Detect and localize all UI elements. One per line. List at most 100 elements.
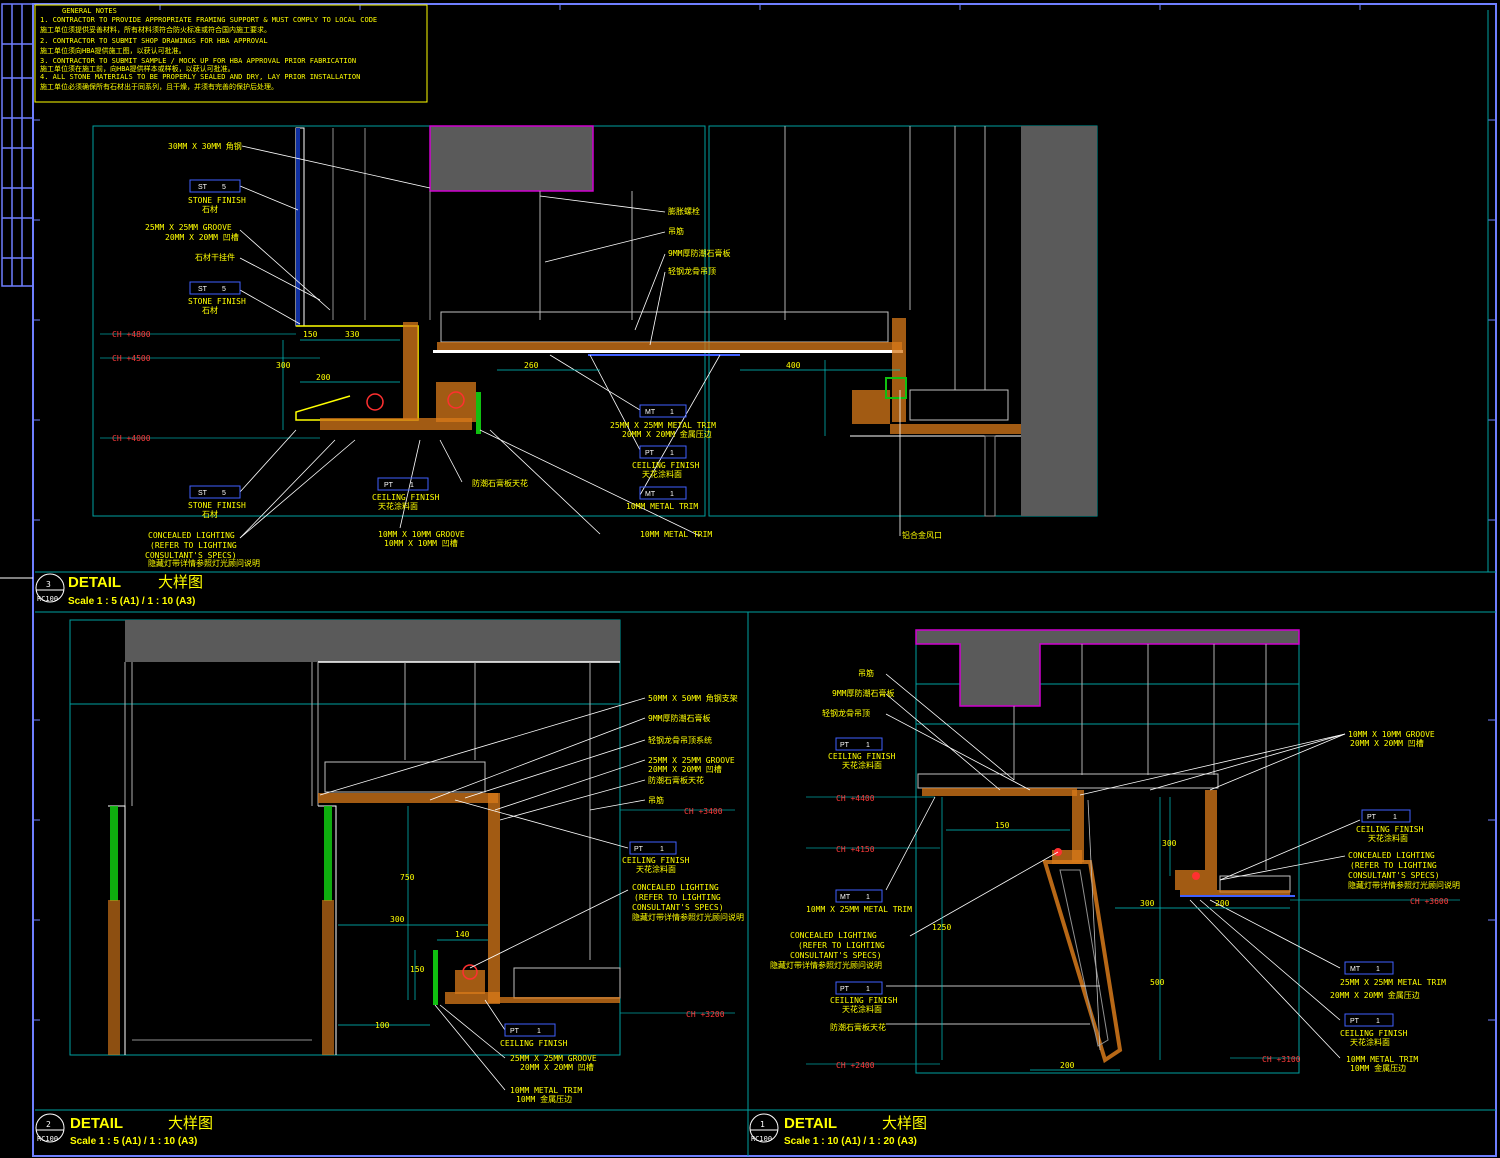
note-concealed-lighting: (REFER TO LIGHTING [798, 941, 885, 950]
svg-text:PT: PT [1367, 814, 1377, 821]
detail-1-title-block: 1 RC100 DETAIL 大样图 Scale 1 : 10 (A1) / 1… [749, 1113, 927, 1147]
tag-metal-trim: MT 1 25MM X 25MM METAL TRIM 20MM X 20MM … [610, 404, 716, 439]
tag-ceiling-finish: PT 1 CEILING FINISH 天花涂料面 [622, 841, 690, 874]
level-marker: CH +4000 [112, 434, 151, 443]
svg-text:20MM X 20MM 金属压边: 20MM X 20MM 金属压边 [622, 429, 712, 439]
dimension: 200 [316, 373, 331, 382]
tag-ceiling-finish: PT 1 CEILING FINISH 天花涂料面 [632, 445, 700, 479]
dimension: 330 [345, 330, 360, 339]
note-metal-trim: 10MM METAL TRIM [640, 530, 712, 539]
svg-text:25MM X 25MM METAL TRIM: 25MM X 25MM METAL TRIM [1340, 978, 1446, 987]
detail-title-cn: 大样图 [882, 1115, 927, 1132]
svg-text:STONE FINISH: STONE FINISH [188, 297, 246, 306]
svg-text:CEILING FINISH: CEILING FINISH [1356, 825, 1424, 834]
detail-2-title-block: 2 RC100 DETAIL 大样图 Scale 1 : 5 (A1) / 1 … [35, 1113, 213, 1147]
dimension: 100 [375, 1021, 390, 1030]
note-metal-trim: 10MM METAL TRIM [1346, 1055, 1418, 1064]
svg-text:1: 1 [537, 1028, 541, 1035]
detail-1-drawing [915, 629, 1300, 1074]
tag-metal-trim: MT 1 10MM X 25MM METAL TRIM [806, 889, 912, 914]
level-marker: CH +3100 [1262, 1055, 1301, 1064]
note-groove-cn: 20MM X 20MM 凹槽 [520, 1062, 594, 1072]
svg-text:CEILING FINISH: CEILING FINISH [1340, 1029, 1408, 1038]
svg-text:1: 1 [1393, 814, 1397, 821]
detail-1-levels: CH +4400 CH +4150 CH +3600 CH +2400 CH +… [806, 794, 1460, 1070]
detail-number: 3 [46, 580, 51, 589]
general-notes-box: GENERAL NOTES 1. CONTRACTOR TO PROVIDE A… [34, 4, 428, 103]
svg-text:5: 5 [222, 490, 226, 497]
detail-3-dimensions: 330 150 300 200 260 400 [276, 330, 900, 436]
concrete-slab [915, 629, 1300, 707]
detail-1-annotations: 吊筋 9MM厚防潮石膏板 轻钢龙骨吊顶 PT 1 CEILING FINISH … [770, 668, 1460, 1073]
note-gypsum-ceiling: 防潮石膏板天花 [648, 775, 704, 785]
note-gypsum-ceiling: 防潮石膏板天花 [472, 478, 528, 488]
concrete-slab [125, 620, 620, 662]
svg-text:1: 1 [410, 482, 414, 489]
dimension: 300 [1140, 899, 1155, 908]
svg-text:天花涂料面: 天花涂料面 [1350, 1037, 1390, 1047]
svg-text:PT: PT [840, 986, 850, 993]
level-marker: CH +4800 [112, 330, 151, 339]
svg-text:天花涂料面: 天花涂料面 [1368, 833, 1408, 843]
detail-sheet-ref: RC100 [37, 595, 58, 603]
detail-2-levels: CH +3400 CH +3200 [620, 807, 735, 1019]
note-concealed-lighting: CONCEALED LIGHTING [1348, 851, 1435, 860]
note-concealed-lighting: (REFER TO LIGHTING [150, 541, 237, 550]
dimension: 260 [524, 361, 539, 370]
detail-title: DETAIL [784, 1115, 837, 1132]
svg-text:PT: PT [840, 742, 850, 749]
svg-text:CEILING FINISH: CEILING FINISH [632, 461, 700, 470]
note-angle-bracket: 50MM X 50MM 角钢支架 [648, 693, 738, 703]
svg-text:ST: ST [198, 184, 208, 191]
tag-stone-finish: ST 5 STONE FINISH 石材 [188, 179, 246, 214]
note-line: 施工单位须在施工前，向HBA提供样本或样板，以获认可批准。 [40, 64, 235, 73]
svg-text:MT: MT [1350, 966, 1361, 973]
note-stone-anchor: 石材干挂件 [195, 252, 235, 262]
detail-sheet-ref: RC100 [751, 1135, 772, 1143]
svg-text:石材: 石材 [202, 305, 218, 315]
svg-text:ST: ST [198, 490, 208, 497]
concrete-slab [429, 125, 594, 192]
svg-text:5: 5 [222, 184, 226, 191]
svg-text:PT: PT [510, 1028, 520, 1035]
detail-scale: Scale 1 : 5 (A1) / 1 : 10 (A3) [70, 1136, 197, 1147]
svg-text:CEILING FINISH: CEILING FINISH [500, 1039, 568, 1048]
note-concealed-lighting-cn: 隐藏灯带详情参照灯光顾问说明 [148, 558, 260, 568]
note-concealed-lighting: CONCEALED LIGHTING [632, 883, 719, 892]
sheet-tick-marks [0, 4, 1496, 1021]
note-concealed-lighting: CONSULTANT'S SPECS) [632, 903, 724, 912]
note-gypsum-board: 9MM厚防潮石膏板 [648, 713, 710, 723]
dimension: 300 [276, 361, 291, 370]
panel-dividers [35, 10, 1496, 1156]
detail-number: 1 [760, 1120, 765, 1129]
note-metal-trim: 10MM METAL TRIM [510, 1086, 582, 1095]
svg-text:天花涂料面: 天花涂料面 [636, 864, 676, 874]
note-concealed-lighting: CONCEALED LIGHTING [790, 931, 877, 940]
sheet-border [32, 3, 1497, 1157]
tag-ceiling-finish: PT 1 CEILING FINISH 天花涂料面 [1356, 809, 1424, 843]
note-line: 2. CONTRACTOR TO SUBMIT SHOP DRAWINGS FO… [40, 37, 268, 45]
note-groove: 25MM X 25MM GROOVE [648, 756, 735, 765]
svg-text:STONE FINISH: STONE FINISH [188, 196, 246, 205]
note-concealed-lighting: CONSULTANT'S SPECS) [145, 551, 237, 560]
svg-text:PT: PT [645, 450, 655, 457]
svg-text:1: 1 [866, 894, 870, 901]
note-hanger-rod: 吊筋 [858, 668, 874, 678]
svg-text:MT: MT [840, 894, 851, 901]
level-marker: CH +4150 [836, 845, 875, 854]
dimension: 300 [1162, 839, 1177, 848]
svg-text:ST: ST [198, 286, 208, 293]
note-groove-small: 10MM X 10MM GROOVE [378, 530, 465, 539]
svg-text:1: 1 [660, 846, 664, 853]
tag-ceiling-finish: PT 1 CEILING FINISH 天花涂料面 [830, 981, 898, 1014]
note-line: 施工单位必须确保所有石材出于同系列，且干燥，并须有完善的保护后处理。 [40, 82, 278, 91]
level-marker: CH +3200 [686, 1010, 725, 1019]
level-marker: CH +3600 [1410, 897, 1449, 906]
svg-text:10MM METAL TRIM: 10MM METAL TRIM [626, 502, 698, 511]
dimension: 300 [390, 915, 405, 924]
note-angle-steel: 30MM X 30MM 角钢 [168, 141, 242, 151]
dimension: 1250 [932, 923, 951, 932]
level-marker: CH +3400 [684, 807, 723, 816]
note-groove-small-cn: 10MM X 10MM 凹槽 [384, 538, 458, 548]
